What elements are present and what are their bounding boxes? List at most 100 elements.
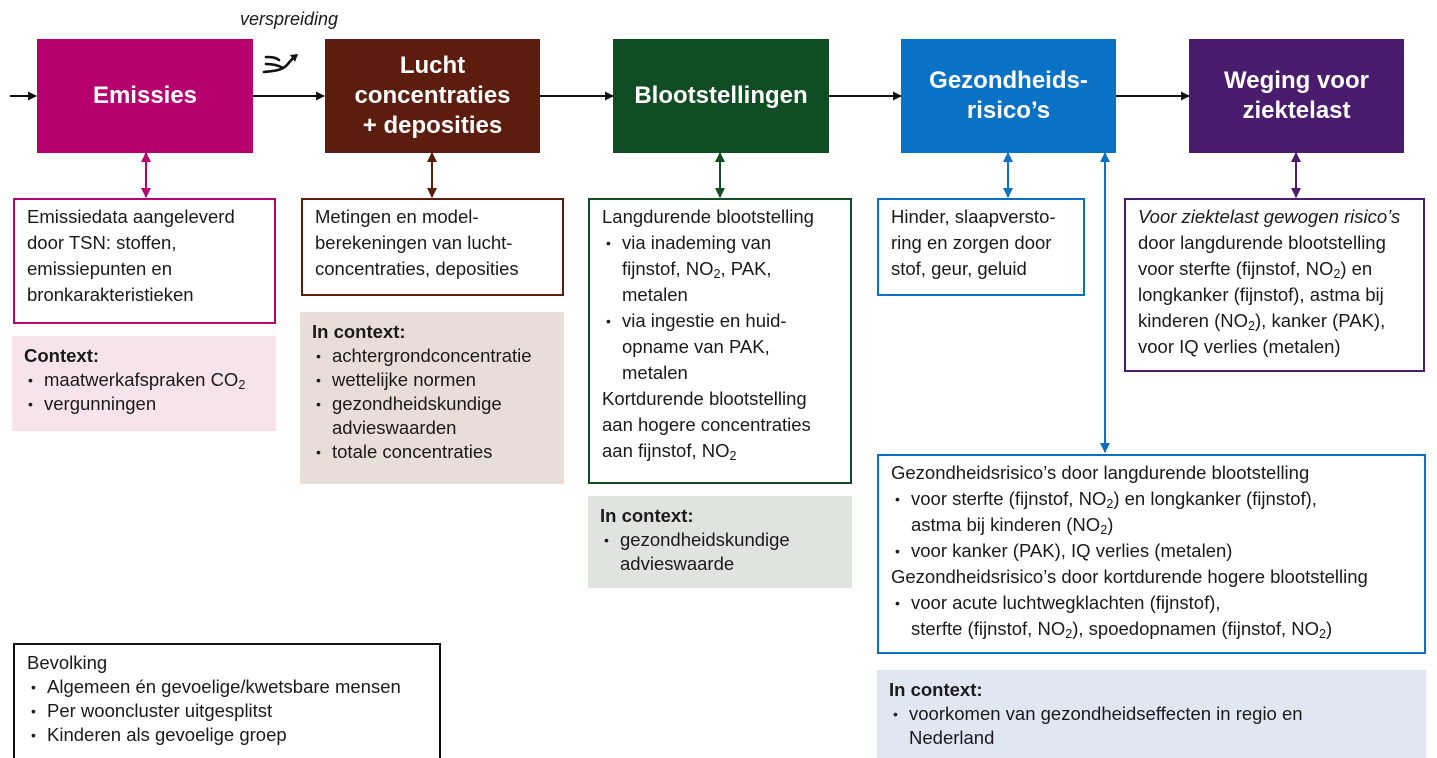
desc-emissies-line: Emissiedata aangeleverd: [27, 206, 235, 227]
desc-emissies-line: emissiepunten en: [27, 258, 173, 279]
text-line: kinderen (NO: [1138, 310, 1249, 331]
desc-lucht-line: Metingen en model-: [315, 206, 479, 227]
desc-blootstelling: Langdurende blootstelling via inademing …: [588, 198, 852, 484]
context-emissies-item: maatwerkafspraken CO2: [24, 368, 266, 392]
context-emissies-item: vergunningen: [24, 392, 266, 416]
text-line: voor sterfte (fijnstof, NO: [911, 488, 1107, 509]
desc-risks-list-short: voor acute luchtwegklachten (fijnstof), …: [891, 590, 1414, 642]
subscript: 2: [1065, 627, 1073, 642]
subscript: 2: [1333, 267, 1341, 282]
text-line: ): [1326, 618, 1333, 639]
desc-blootstelling-heading-short: Kortdurende blootstelling: [602, 388, 807, 409]
stage-lucht-line2: concentraties: [354, 82, 511, 109]
text-line: Algemeen én gevoelige/kwetsbare mensen: [47, 676, 401, 697]
text-line: ), spoedopnamen (fijnstof, NO: [1072, 618, 1320, 639]
desc-emissies-line: door TSN: stoffen,: [27, 232, 177, 253]
desc-gezondheid: Hinder, slaapversto- ring en zorgen door…: [877, 198, 1085, 296]
subscript: 2: [1106, 497, 1114, 512]
text-line: Kinderen als gevoelige groep: [47, 724, 287, 745]
desc-blootstelling-heading-long: Langdurende blootstelling: [602, 206, 814, 227]
subscript: 2: [729, 449, 737, 464]
context-lucht-item: wettelijke normen: [312, 368, 554, 392]
stage-emissies: Emissies: [37, 39, 253, 153]
text-line: voor sterfte (fijnstof, NO: [1138, 258, 1334, 279]
text-line: aan fijnstof, NO: [602, 440, 730, 461]
stage-blootstelling: Blootstellingen: [613, 39, 829, 153]
text-line: voor sterfte (fijnstof, NO2) en: [1138, 256, 1413, 282]
desc-blootstelling-list: via inademing van fijnstof, NO2, PAK, me…: [602, 230, 840, 386]
text-line: Nederland: [909, 727, 995, 748]
context-lucht-item: gezondheidskundige advieswaarden: [312, 392, 554, 440]
text-line: metalen: [622, 284, 688, 305]
stage-gezondheid-line1: Gezondheids-: [929, 67, 1088, 94]
stage-emissies-label: Emissies: [92, 82, 198, 109]
text-line: voor kanker (PAK), IQ verlies (metalen): [911, 540, 1233, 561]
desc-emissies: Emissiedata aangeleverd door TSN: stoffe…: [13, 198, 276, 324]
subscript: 2: [1248, 319, 1256, 334]
stage-lucht: Lucht concentraties + deposities: [325, 39, 540, 153]
bevolking-item: Algemeen én gevoelige/kwetsbare mensen: [27, 675, 429, 699]
context-lucht-heading: In context:: [312, 321, 406, 342]
text-line: achtergrondconcentratie: [332, 345, 532, 366]
text-line: , PAK,: [720, 258, 772, 279]
desc-lucht-line: concentraties, deposities: [315, 258, 519, 279]
stage-lucht-line3: + deposities: [362, 112, 503, 139]
desc-risks: Gezondheidsrisico’s door langdurende blo…: [877, 454, 1426, 654]
text-line: gezondheidskundige: [332, 393, 502, 414]
text-line: gezondheidskundige: [620, 529, 790, 550]
desc-emissies-line: bronkarakteristieken: [27, 284, 194, 305]
stage-gezondheid: Gezondheids- risico’s: [901, 39, 1116, 153]
bevolking-box: Bevolking Algemeen én gevoelige/kwetsbar…: [13, 643, 441, 758]
text-line: fijnstof, NO: [622, 258, 714, 279]
stage-gezondheid-line2: risico’s: [966, 97, 1051, 124]
context-lucht-item: achtergrondconcentratie: [312, 344, 554, 368]
text-line: opname van PAK,: [622, 336, 770, 357]
desc-gezondheid-line: ring en zorgen door: [891, 232, 1052, 253]
stage-weging-line2: ziektelast: [1242, 97, 1351, 124]
bevolking-list: Algemeen én gevoelige/kwetsbare mensen P…: [27, 675, 429, 747]
text-line: metalen: [622, 362, 688, 383]
text-line: door langdurende blootstelling: [1138, 232, 1386, 253]
text-line: advieswaarden: [332, 417, 457, 438]
desc-risks-item: voor kanker (PAK), IQ verlies (metalen): [891, 538, 1414, 564]
text-line: vergunningen: [44, 393, 157, 414]
context-gezondheid-item: voorkomen van gezondheidseffecten in reg…: [889, 702, 1416, 750]
desc-risks-heading-long: Gezondheidsrisico’s door langdurende blo…: [891, 462, 1310, 483]
text-line: aan fijnstof, NO2: [602, 438, 840, 464]
desc-blootstelling-item: via ingestie en huid- opname van PAK, me…: [602, 308, 840, 386]
context-emissies-heading: Context:: [24, 345, 100, 366]
bevolking-item: Per wooncluster uitgesplitst: [27, 699, 429, 723]
text-line: Per wooncluster uitgesplitst: [47, 700, 273, 721]
desc-risks-heading-short: Gezondheidsrisico’s door kortdurende hog…: [891, 566, 1368, 587]
subscript: 2: [238, 378, 246, 393]
text-line: voorkomen van gezondheidseffecten in reg…: [909, 703, 1303, 724]
bevolking-item: Kinderen als gevoelige groep: [27, 723, 429, 747]
stage-weging: Weging voor ziektelast: [1189, 39, 1404, 153]
desc-lucht: Metingen en model- berekeningen van luch…: [301, 198, 564, 296]
bevolking-heading: Bevolking: [27, 652, 108, 673]
text-line: via inademing van: [622, 232, 772, 253]
text-line: sterfte (fijnstof, NO: [911, 618, 1066, 639]
context-gezondheid: In context: voorkomen van gezondheidseff…: [877, 670, 1426, 758]
text-line: maatwerkafspraken CO: [44, 369, 239, 390]
text-line: wettelijke normen: [332, 369, 476, 390]
text-line: ) en longkanker (fijnstof),: [1113, 488, 1317, 509]
text-line: totale concentraties: [332, 441, 493, 462]
context-gezondheid-heading: In context:: [889, 679, 983, 700]
context-gezondheid-list: voorkomen van gezondheidseffecten in reg…: [889, 702, 1416, 750]
text-line: voor IQ verlies (metalen): [1138, 336, 1341, 357]
text-line: voor acute luchtwegklachten (fijnstof),: [911, 592, 1221, 613]
context-emissies-list: maatwerkafspraken CO2 vergunningen: [24, 368, 266, 416]
subscript: 2: [1319, 627, 1327, 642]
context-lucht-item: totale concentraties: [312, 440, 554, 464]
text-line: longkanker (fijnstof), astma bij: [1138, 284, 1384, 305]
desc-weging: Voor ziektelast gewogen risico’s door la…: [1124, 198, 1425, 372]
desc-risks-list-long: voor sterfte (fijnstof, NO2) en longkank…: [891, 486, 1414, 564]
desc-weging-italic: Voor ziektelast gewogen risico’s: [1138, 206, 1401, 227]
context-emissies: Context: maatwerkafspraken CO2 vergunnin…: [12, 336, 276, 431]
stage-blootstelling-label: Blootstellingen: [634, 82, 808, 109]
